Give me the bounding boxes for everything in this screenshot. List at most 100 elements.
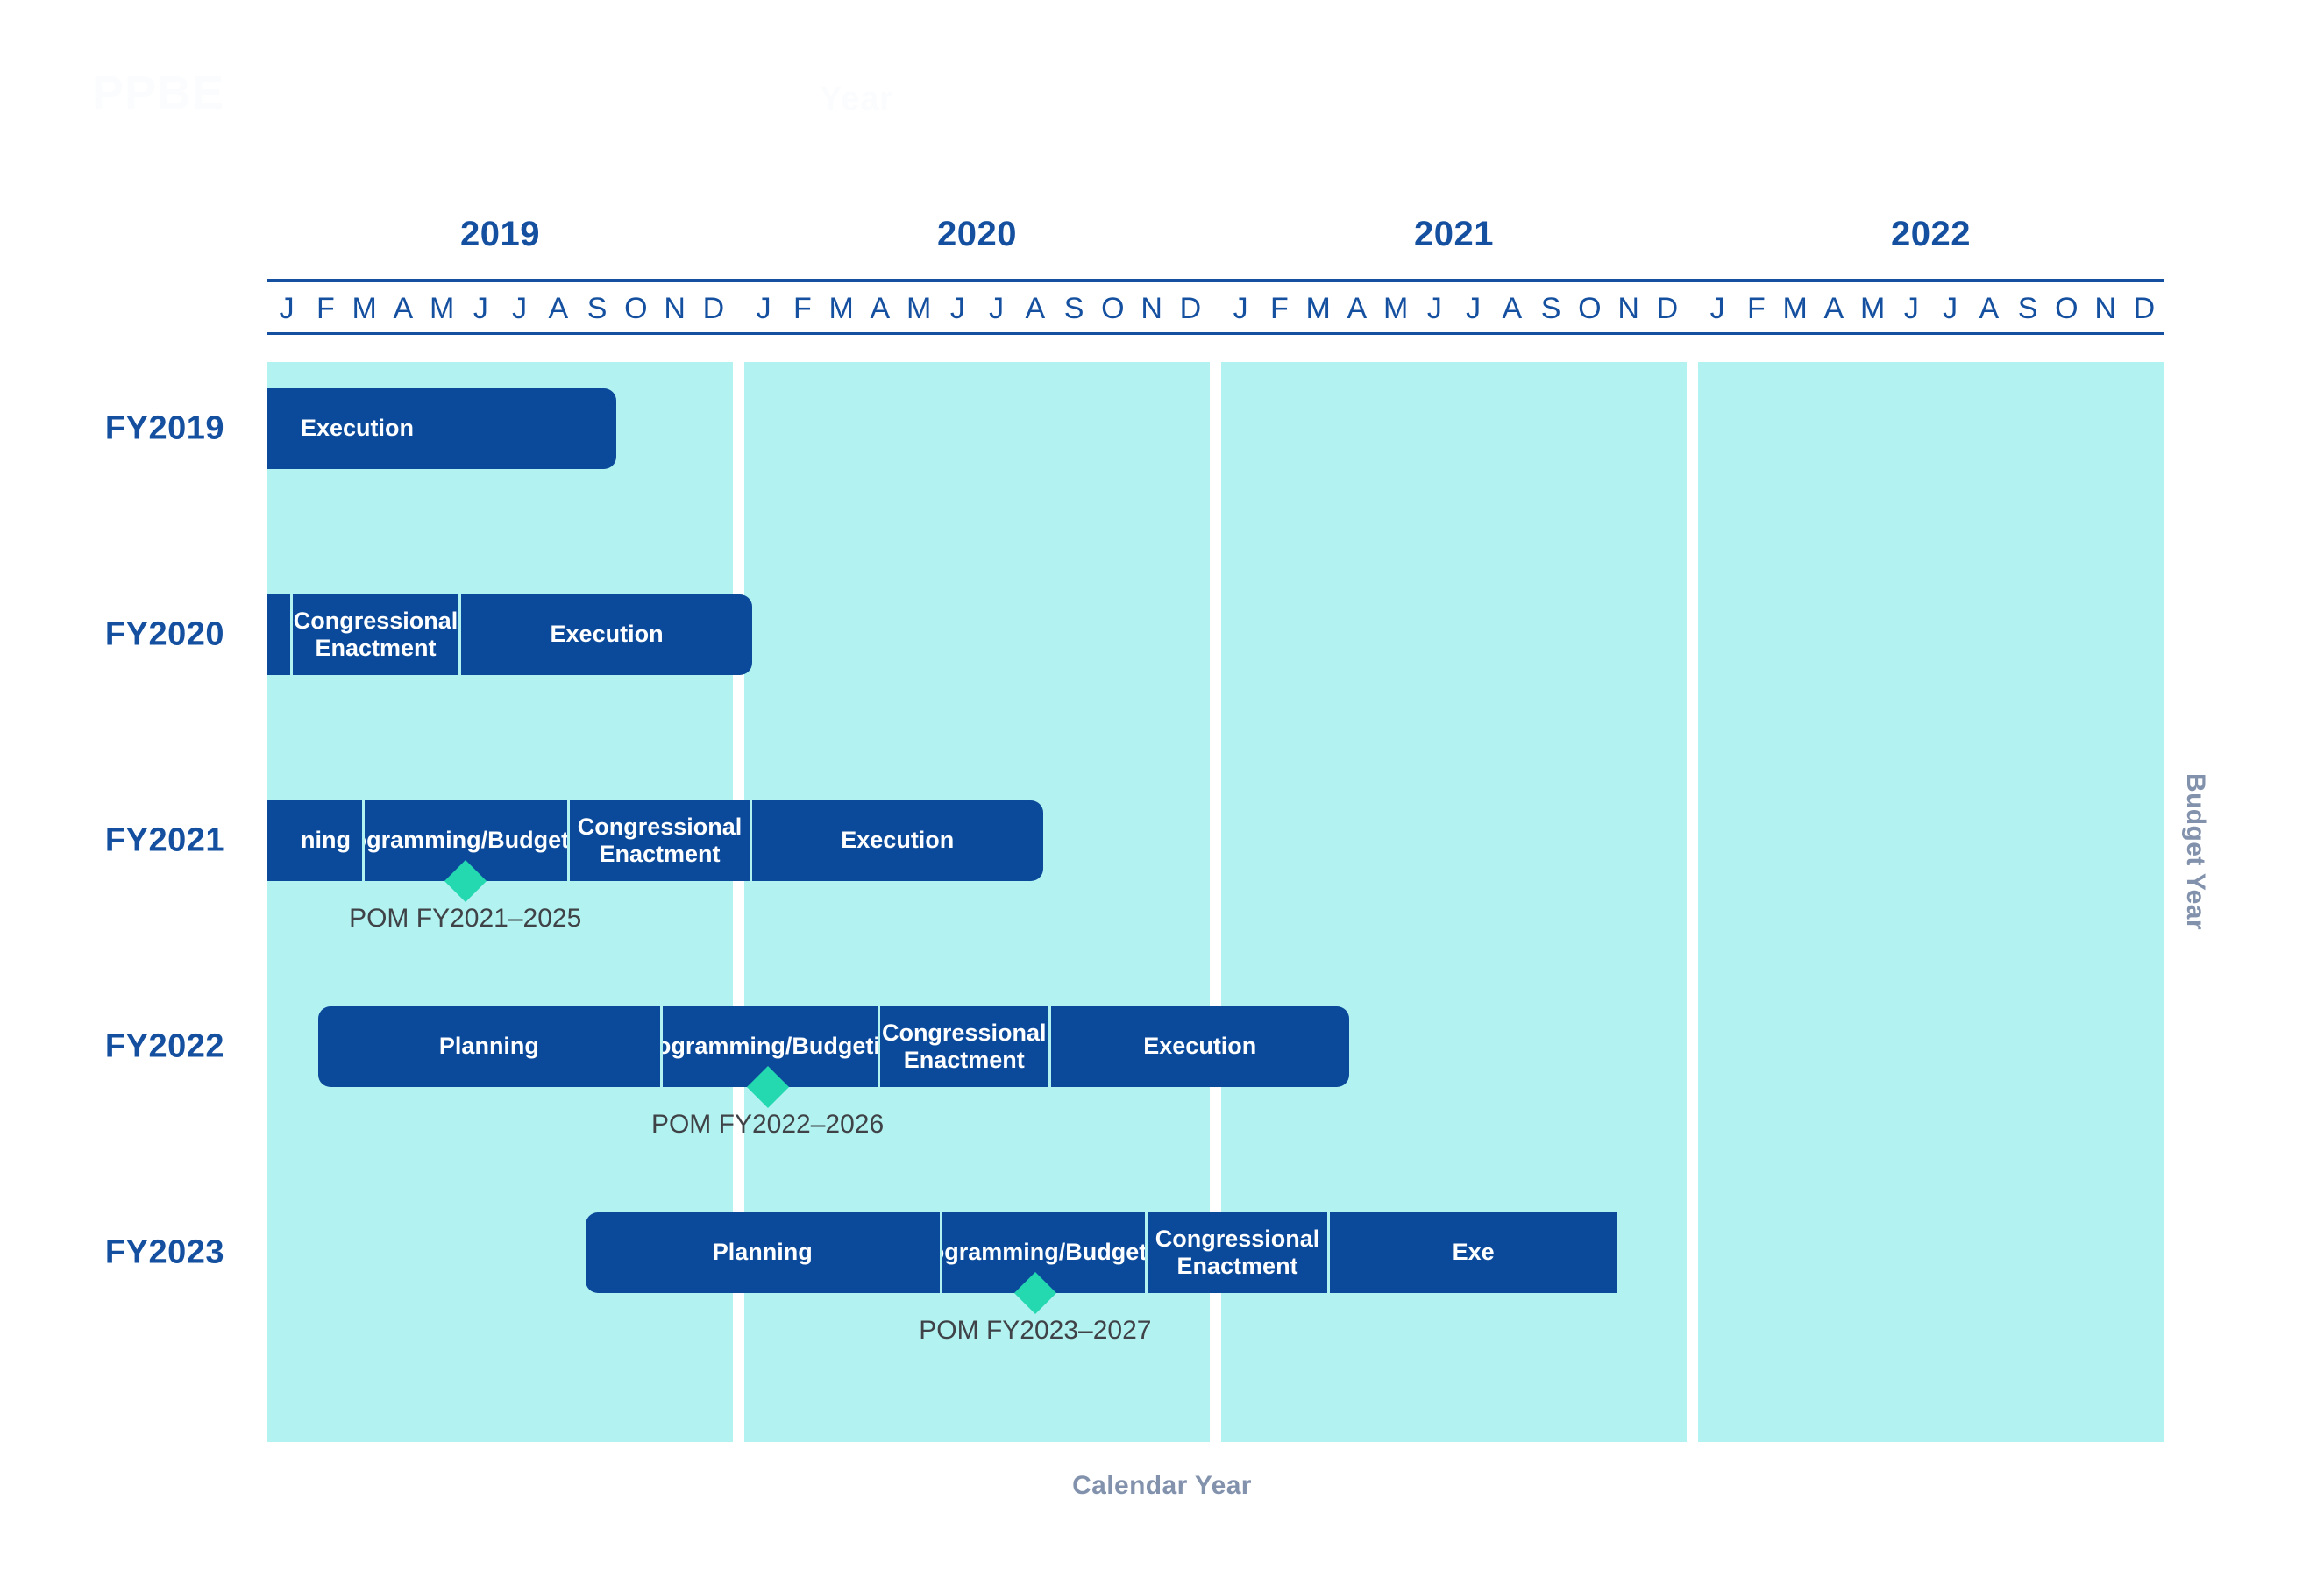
phase-bar-fy2021-programming-budgeting[interactable]: Programming/Budgeting <box>364 800 571 881</box>
month-tick-2020-4: A <box>870 292 891 325</box>
calendar-year-label-2020: 2020 <box>937 215 1017 253</box>
month-rule-bottom <box>267 332 2164 335</box>
month-tick-2020-8: A <box>1025 292 1046 325</box>
phase-bar-fy2022-execution[interactable]: Execution <box>1050 1006 1349 1087</box>
month-rule-top <box>267 279 2164 282</box>
month-tick-2022-1: J <box>1709 292 1725 325</box>
month-tick-2022-4: A <box>1823 292 1844 325</box>
month-tick-2022-8: A <box>1979 292 2000 325</box>
phase-bar-fy2021-congressional-enactment[interactable]: Congressional Enactment <box>570 800 752 881</box>
month-tick-2021-12: D <box>1656 292 1679 325</box>
budget-year-label-FY2021: FY2021 <box>104 821 224 859</box>
ghost-title-middle: Year <box>820 81 894 117</box>
month-tick-2019-9: S <box>586 292 608 325</box>
month-tick-2020-10: O <box>1101 292 1125 325</box>
phase-bar-label: Programming/Budgeting <box>942 1239 1148 1266</box>
month-tick-2019-4: A <box>393 292 414 325</box>
month-tick-2019-7: J <box>512 292 528 325</box>
month-tick-2021-1: J <box>1233 292 1248 325</box>
month-tick-2021-5: M <box>1382 292 1409 325</box>
month-tick-2021-8: A <box>1502 292 1523 325</box>
phase-bar-fy2020-execution[interactable]: Execution <box>461 594 752 675</box>
month-tick-2020-1: J <box>756 292 771 325</box>
phase-bar-label: Congressional Enactment <box>1155 1225 1320 1279</box>
month-tick-2020-12: D <box>1179 292 1202 325</box>
ghost-title-left: PPBE <box>92 67 225 119</box>
month-tick-2019-3: M <box>352 292 377 325</box>
phase-bar-fy2023-programming-budgeting[interactable]: Programming/Budgeting <box>942 1212 1148 1293</box>
phase-bar-fy2021-execution[interactable]: Execution <box>751 800 1043 881</box>
month-tick-2021-10: O <box>1578 292 1602 325</box>
phase-bar-fy2023-planning[interactable]: Planning <box>585 1212 942 1293</box>
phase-bar-fy2023-exe[interactable]: Exe <box>1329 1212 1617 1293</box>
phase-bar-label: Congressional Enactment <box>881 1019 1047 1073</box>
phase-bar-label: Congressional Enactment <box>577 813 743 867</box>
phase-bar-label: Execution <box>301 415 415 442</box>
month-tick-2020-5: M <box>906 292 932 325</box>
phase-bar-label: Planning <box>438 1033 539 1060</box>
month-tick-2021-6: J <box>1426 292 1442 325</box>
month-tick-2020-3: M <box>828 292 854 325</box>
year-band-2022 <box>1698 362 2164 1442</box>
budget-year-label-FY2020: FY2020 <box>104 615 224 653</box>
phase-bar-fy2021-ning[interactable]: ning <box>267 800 365 881</box>
phase-bar-label: Planning <box>712 1239 813 1266</box>
month-tick-2022-12: D <box>2133 292 2156 325</box>
month-tick-2022-9: S <box>2017 292 2038 325</box>
phase-bar-label: Exe <box>1452 1239 1495 1266</box>
pom-label-fy2023: POM FY2023–2027 <box>919 1316 1152 1345</box>
month-tick-2019-8: A <box>548 292 569 325</box>
phase-bar-fy2023-congressional-enactment[interactable]: Congressional Enactment <box>1148 1212 1330 1293</box>
pom-label-fy2021: POM FY2021–2025 <box>349 904 582 933</box>
month-tick-2020-9: S <box>1063 292 1084 325</box>
month-tick-2019-11: N <box>664 292 686 325</box>
x-axis-title: Calendar Year <box>1072 1471 1252 1500</box>
pom-label-fy2022: POM FY2022–2026 <box>650 1110 885 1139</box>
phase-bar-label: Execution <box>841 827 955 854</box>
month-tick-2019-10: O <box>624 292 648 325</box>
phase-bar-label: Programming/Budgeting <box>365 827 570 854</box>
month-tick-2020-6: J <box>949 292 965 325</box>
phase-bar-label: Execution <box>1143 1033 1257 1060</box>
month-tick-2021-4: A <box>1347 292 1368 325</box>
phase-bar-label: Execution <box>550 621 664 648</box>
phase-bar-fy2020-congressional-enactment[interactable]: Congressional Enactment <box>292 594 462 675</box>
month-tick-2022-3: M <box>1782 292 1808 325</box>
month-tick-2021-2: F <box>1269 292 1289 325</box>
phase-bar-label: Programming/Budgeting <box>663 1033 880 1060</box>
calendar-year-label-2021: 2021 <box>1414 215 1494 253</box>
phase-bar-fy2020-unlabeled[interactable] <box>267 594 293 675</box>
month-tick-2022-6: J <box>1903 292 1919 325</box>
y-axis-title: Budget Year <box>2181 773 2210 930</box>
month-tick-2022-2: F <box>1746 292 1766 325</box>
phase-bar-fy2019-execution[interactable]: Execution <box>267 388 617 469</box>
month-tick-2021-3: M <box>1305 292 1331 325</box>
month-tick-2022-11: N <box>2094 292 2116 325</box>
phase-bar-fy2022-congressional-enactment[interactable]: Congressional Enactment <box>879 1006 1051 1087</box>
budget-year-label-FY2022: FY2022 <box>104 1027 224 1065</box>
month-tick-2021-9: S <box>1540 292 1561 325</box>
phase-bar-label: ning <box>301 827 351 854</box>
month-tick-2022-10: O <box>2055 292 2079 325</box>
month-tick-2019-1: J <box>279 292 295 325</box>
month-tick-2019-2: F <box>316 292 335 325</box>
calendar-year-label-2022: 2022 <box>1891 215 1971 253</box>
budget-year-label-FY2019: FY2019 <box>104 409 224 447</box>
month-tick-2021-7: J <box>1466 292 1482 325</box>
budget-year-label-FY2023: FY2023 <box>104 1233 224 1271</box>
month-tick-2019-5: M <box>429 292 455 325</box>
month-tick-2020-11: N <box>1141 292 1162 325</box>
month-tick-2022-7: J <box>1943 292 1958 325</box>
phase-bar-fy2022-planning[interactable]: Planning <box>317 1006 664 1087</box>
calendar-year-label-2019: 2019 <box>460 215 540 253</box>
month-tick-2019-6: J <box>473 292 488 325</box>
month-tick-2022-5: M <box>1859 292 1886 325</box>
month-tick-2020-2: F <box>792 292 812 325</box>
phase-bar-label: Congressional Enactment <box>293 607 458 661</box>
month-tick-2019-12: D <box>702 292 725 325</box>
